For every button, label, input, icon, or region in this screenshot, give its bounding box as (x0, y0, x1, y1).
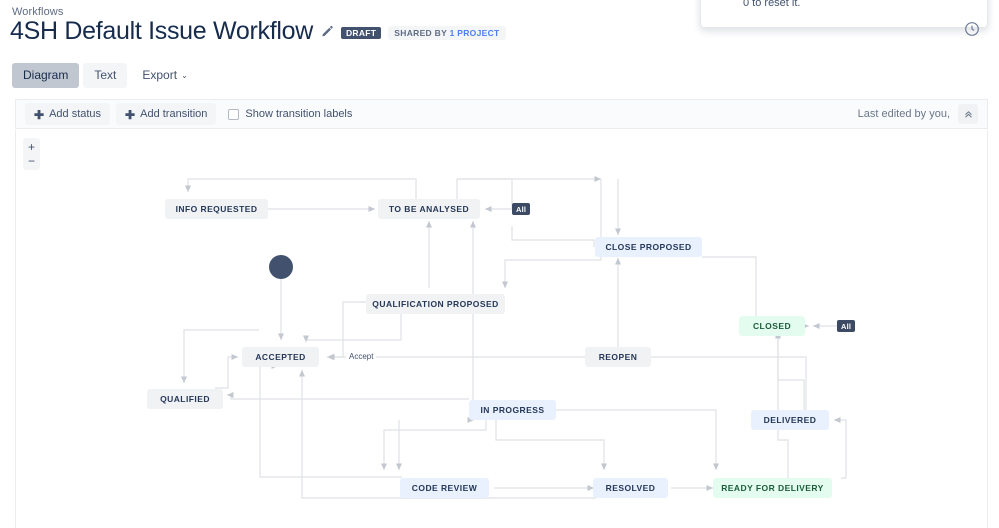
breadcrumb[interactable]: Workflows (12, 6, 64, 18)
popup-message: 0 to reset it. (743, 0, 801, 9)
view-tabs: Diagram Text Export⌄ (12, 63, 199, 88)
shared-project-link[interactable]: 1 PROJECT (449, 28, 500, 39)
tab-diagram-label: Diagram (23, 68, 69, 82)
shared-by-label: SHARED BY (394, 28, 447, 39)
show-transition-labels-toggle[interactable]: Show transition labels (228, 108, 352, 120)
chevron-double-up-icon (964, 110, 972, 118)
zoom-controls: + − (23, 138, 40, 170)
checkbox-icon[interactable] (228, 108, 240, 120)
all-transition-badge[interactable]: All (512, 203, 531, 215)
title-row: 4SH Default Issue Workflow DRAFT SHARED … (10, 17, 506, 46)
start-node[interactable] (269, 255, 293, 279)
show-transition-labels-label: Show transition labels (245, 108, 353, 120)
transition-label-accept: Accept (346, 352, 377, 363)
status-node-close-proposed[interactable]: CLOSE PROPOSED (595, 237, 702, 257)
page-title: 4SH Default Issue Workflow (10, 17, 313, 45)
status-node-info-requested[interactable]: INFO REQUESTED (165, 199, 268, 219)
diagram-toolbar: ✚ Add status ✚ Add transition Show trans… (15, 99, 988, 129)
clock-history-icon[interactable] (963, 20, 981, 38)
tab-text-label: Text (94, 68, 117, 82)
chevron-down-icon: ⌄ (181, 71, 188, 80)
status-badge-draft: DRAFT (340, 27, 382, 40)
collapse-toolbar-button[interactable] (958, 104, 978, 124)
status-node-in-progress[interactable]: IN PROGRESS (469, 400, 556, 420)
tab-diagram[interactable]: Diagram (12, 63, 80, 88)
status-node-qualification-proposed[interactable]: QUALIFICATION PROPOSED (366, 294, 505, 314)
plus-icon: ✚ (125, 107, 136, 122)
shared-by-badge: SHARED BY 1 PROJECT (388, 26, 506, 41)
all-transition-badge[interactable]: All (837, 320, 856, 332)
status-node-code-review[interactable]: CODE REVIEW (400, 478, 489, 498)
status-node-resolved[interactable]: RESOLVED (593, 478, 668, 498)
status-node-reopen[interactable]: REOPEN (585, 347, 651, 367)
add-transition-button[interactable]: ✚ Add transition (116, 103, 217, 125)
export-dropdown[interactable]: Export⌄ (131, 63, 198, 88)
status-node-ready-for-delivery[interactable]: READY FOR DELIVERY (713, 478, 832, 498)
workflow-canvas[interactable]: + − (15, 130, 988, 528)
toolbar-right-group: Last edited by you, (858, 104, 978, 124)
status-node-delivered[interactable]: DELIVERED (751, 410, 829, 430)
pencil-icon[interactable] (320, 25, 334, 39)
notification-popup: 0 to reset it. (700, 0, 988, 36)
tab-text[interactable]: Text (83, 63, 128, 88)
zoom-out-button[interactable]: − (27, 154, 35, 168)
status-node-qualified[interactable]: QUALIFIED (147, 389, 223, 409)
zoom-in-button[interactable]: + (27, 140, 35, 154)
status-node-to-be-analysed[interactable]: TO BE ANALYSED (378, 199, 480, 219)
status-node-closed[interactable]: CLOSED (739, 316, 805, 336)
last-edited-text: Last edited by you, (857, 108, 950, 120)
add-status-button[interactable]: ✚ Add status (25, 103, 111, 125)
export-label: Export (142, 68, 178, 82)
status-node-accepted[interactable]: ACCEPTED (242, 347, 319, 367)
add-status-label: Add status (49, 107, 102, 120)
add-transition-label: Add transition (140, 107, 208, 120)
plus-icon: ✚ (34, 107, 45, 122)
